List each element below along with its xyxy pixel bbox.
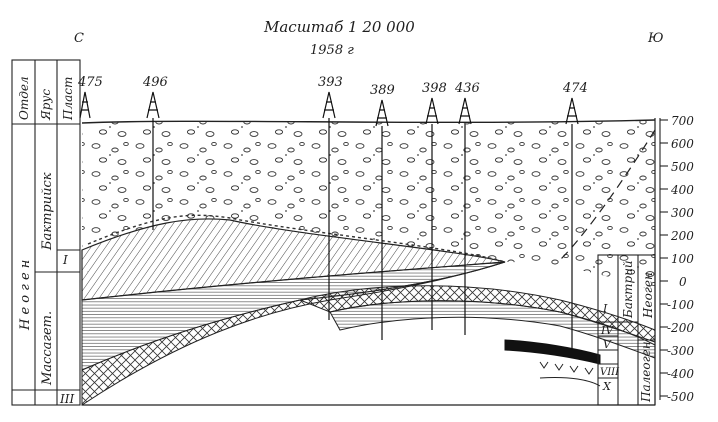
well-436	[458, 97, 472, 335]
yarus-bactrian: Бактрийск	[40, 172, 55, 251]
legend-layer-V: V	[603, 338, 612, 351]
header-yarus: Ярус	[39, 89, 53, 121]
depth-tick-700: 700	[671, 114, 694, 128]
south-direction: Ю	[647, 31, 664, 46]
scale-label: Масштаб 1 20 000	[263, 18, 415, 36]
well-398	[425, 97, 439, 330]
well-label-389: 389	[370, 83, 395, 98]
header-otdel: Отдел	[17, 76, 31, 120]
well-label-496: 496	[142, 75, 168, 90]
conglomerate-layer	[82, 120, 655, 292]
legend-bactrian: Бактрий	[621, 260, 635, 319]
right-legend-column	[597, 254, 656, 406]
depth-tick-100: 100	[671, 252, 694, 266]
legend-paleogen: Палеоген	[639, 341, 653, 403]
well-label-398: 398	[422, 81, 447, 96]
depth-tick-minus400: -400	[667, 367, 694, 381]
depth-tick-minus300: -300	[667, 344, 694, 358]
v-pattern-layer	[539, 361, 594, 375]
year-label: 1958 г	[310, 43, 354, 58]
north-direction: С	[74, 31, 84, 46]
header-plast: Пласт	[61, 77, 75, 121]
legend-layer-X: X	[602, 380, 612, 393]
well-496	[146, 91, 160, 230]
depth-tick-minus500: -500	[667, 390, 694, 404]
lower-boundary	[539, 377, 601, 387]
well-474	[565, 97, 579, 350]
well-label-474: 474	[562, 81, 588, 96]
plast-label-I: I	[62, 253, 68, 267]
well-label-475: 475	[77, 75, 103, 90]
left-stratigraphic-columns	[11, 59, 81, 406]
surface-line	[81, 119, 656, 124]
plast-label-III: III	[59, 392, 74, 406]
legend-layer-I: I	[602, 302, 608, 315]
legend-layer-IV: IV	[600, 324, 614, 337]
otdel-neogen: Н е о г е н	[18, 260, 33, 331]
depth-tick-300: 300	[671, 206, 694, 220]
depth-tick-600: 600	[671, 137, 694, 151]
yarus-massaget: Массагет.	[40, 311, 55, 386]
depth-scale	[659, 118, 668, 400]
anticline-crosshatch-band	[81, 261, 506, 406]
depth-tick-400: 400	[670, 183, 694, 197]
legend-neogen: Неоген	[641, 272, 655, 319]
well-389	[375, 99, 389, 340]
well-label-393: 393	[318, 75, 343, 90]
well-label-436: 436	[454, 81, 480, 96]
depth-tick-200: 200	[670, 229, 694, 243]
fault-line	[559, 129, 656, 261]
depth-tick-minus200: -200	[667, 321, 694, 335]
depth-tick-0: 0	[679, 275, 687, 289]
well-475	[79, 91, 91, 119]
well-393	[322, 91, 336, 320]
pebble-band	[87, 214, 506, 263]
depth-tick-500: 500	[671, 160, 694, 174]
depth-tick-minus100: -100	[667, 298, 694, 312]
legend-layer-VIII: VIII	[600, 367, 620, 378]
wells	[79, 91, 579, 350]
section-body	[81, 118, 656, 406]
black-coal-layer	[504, 339, 601, 365]
